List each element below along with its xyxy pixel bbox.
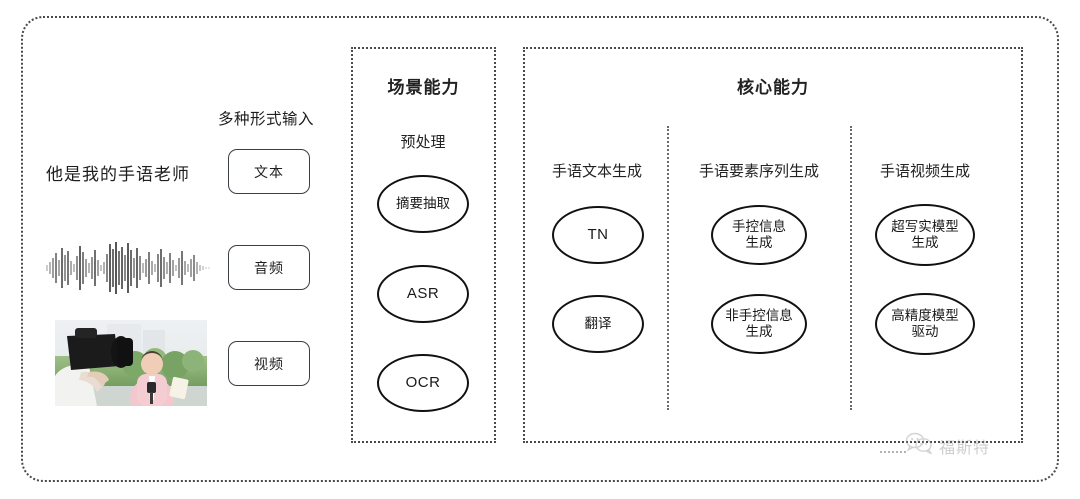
column-header-preprocessing: 预处理 xyxy=(400,134,446,151)
node-ocr[interactable]: OCR xyxy=(377,354,469,412)
panel-core-capability: 核心能力 xyxy=(523,47,1023,443)
node-photorealistic-model-generation[interactable]: 超写实模型 生成 xyxy=(875,204,975,266)
node-manual-signal-generation[interactable]: 手控信息 生成 xyxy=(711,205,807,265)
outer-frame xyxy=(21,16,1059,482)
watermark-brand: 福斯特 xyxy=(939,439,991,457)
watermark: 福斯特 xyxy=(905,432,990,459)
input-chip-video[interactable]: 视频 xyxy=(228,341,310,386)
core-column-divider-1 xyxy=(667,126,669,410)
node-non-manual-signal-generation[interactable]: 非手控信息 生成 xyxy=(711,294,807,354)
video-thumbnail xyxy=(55,320,207,406)
column-header-sign-element-sequence-generation: 手语要素序列生成 xyxy=(698,163,820,180)
column-header-sign-text-generation: 手语文本生成 xyxy=(551,163,643,180)
input-section-heading: 多种形式输入 xyxy=(218,111,315,128)
input-chip-audio[interactable]: 音频 xyxy=(228,245,310,290)
node-summary-extraction[interactable]: 摘要抽取 xyxy=(377,175,469,233)
audio-waveform-icon xyxy=(42,238,214,298)
core-column-divider-2 xyxy=(850,126,852,410)
node-translation[interactable]: 翻译 xyxy=(552,295,644,353)
node-asr[interactable]: ASR xyxy=(377,265,469,323)
wechat-icon xyxy=(905,432,933,459)
input-chip-text-label: 文本 xyxy=(254,163,284,180)
input-chip-audio-label: 音频 xyxy=(254,259,284,276)
node-tn[interactable]: TN xyxy=(552,206,644,264)
input-chip-video-label: 视频 xyxy=(254,355,284,372)
panel-scene-title: 场景能力 xyxy=(387,78,460,97)
watermark-leader-dots xyxy=(880,451,906,453)
node-high-precision-model-driving[interactable]: 高精度模型 驱动 xyxy=(875,293,975,355)
panel-core-title: 核心能力 xyxy=(737,78,809,97)
column-header-sign-video-generation: 手语视频生成 xyxy=(879,163,971,180)
input-chip-text[interactable]: 文本 xyxy=(228,149,310,194)
panel-scene-capability: 场景能力 xyxy=(351,47,496,443)
sample-text: 他是我的手语老师 xyxy=(46,165,190,184)
